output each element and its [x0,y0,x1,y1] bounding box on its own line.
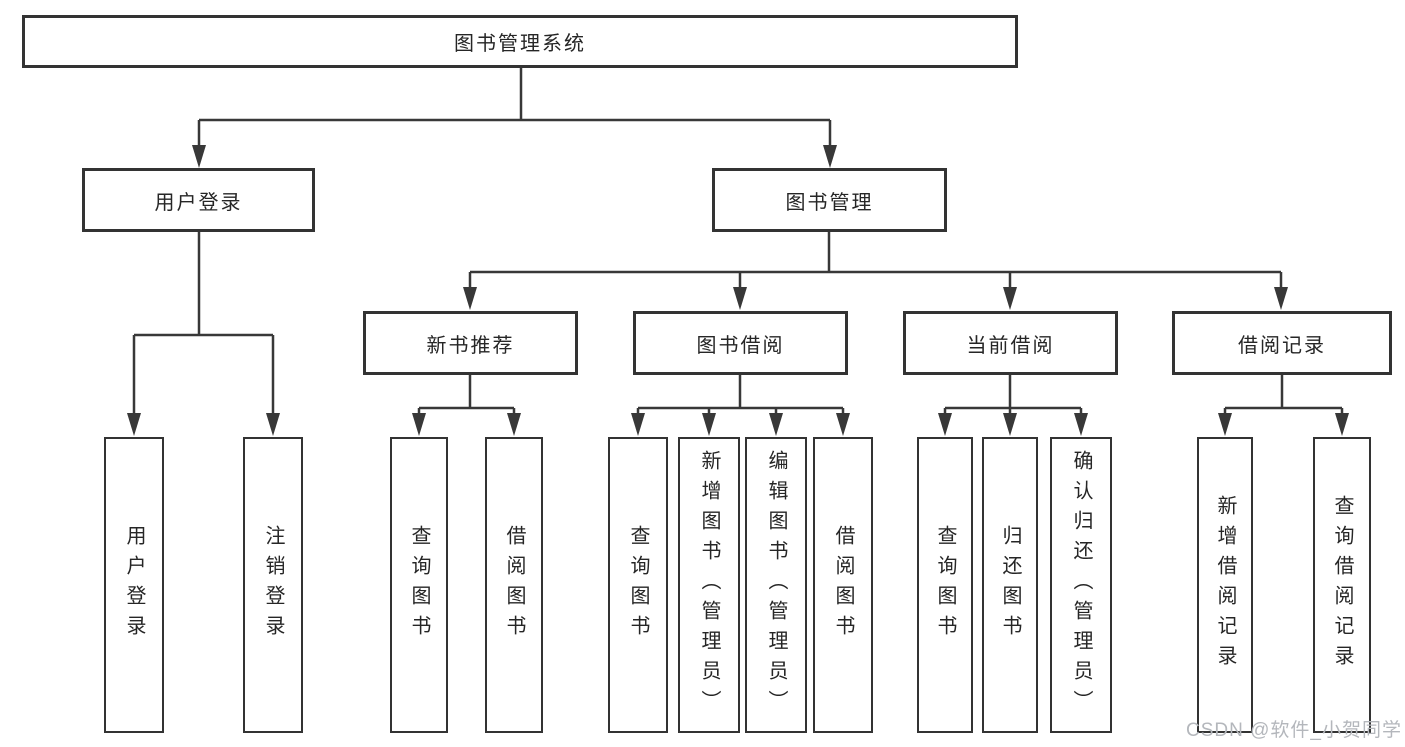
arrowhead-icon [412,413,426,436]
node-book-management: 图书管理 [712,168,947,232]
arrowhead-icon [938,413,952,436]
node-current-borrowing: 当前借阅 [903,311,1118,375]
arrowhead-icon [733,287,747,310]
leaf-confirm-return-admin-label: 确认归还（管理员） [1070,450,1092,720]
node-root-label: 图书管理系统 [454,33,586,55]
leaf-return-books-label: 归还图书 [999,525,1021,645]
leaf-edit-books-admin-label: 编辑图书（管理员） [765,450,787,720]
connector-bookborrow-to-leaves [636,375,845,418]
node-borrowing-records-label: 借阅记录 [1238,334,1326,357]
leaf-query-borrow-record-label: 查询借阅记录 [1331,495,1353,675]
connector-newbookrec-to-leaves [417,375,516,418]
node-root: 图书管理系统 [22,15,1018,68]
leaf-query-books-1-label: 查询图书 [408,525,430,645]
leaf-add-borrow-record: 新增借阅记录 [1197,437,1253,733]
arrowhead-icon [507,413,521,436]
leaf-query-books-3: 查询图书 [917,437,973,733]
arrowhead-icon [266,413,280,436]
leaf-user-login: 用户登录 [104,437,164,733]
leaf-borrow-books-2-label: 借阅图书 [832,525,854,645]
connector-borrowrecords-to-leaves [1223,375,1344,418]
arrowhead-icon [769,413,783,436]
leaf-user-login-label: 用户登录 [123,525,145,645]
arrowhead-icon [1003,413,1017,436]
leaf-confirm-return-admin: 确认归还（管理员） [1050,437,1112,733]
leaf-borrow-books-1: 借阅图书 [485,437,543,733]
leaf-return-books: 归还图书 [982,437,1038,733]
watermark: CSDN @软件_小贺同学 [1186,720,1402,741]
leaf-add-books-admin: 新增图书（管理员） [678,437,740,733]
node-new-book-recommend: 新书推荐 [363,311,578,375]
leaf-add-borrow-record-label: 新增借阅记录 [1214,495,1236,675]
leaf-query-books-3-label: 查询图书 [934,525,956,645]
node-book-borrowing-label: 图书借阅 [696,334,785,357]
node-current-borrowing-label: 当前借阅 [966,334,1055,357]
leaf-query-borrow-record: 查询借阅记录 [1313,437,1371,733]
connector-bookmgmt-to-level3 [468,232,1283,292]
arrowhead-icon [1274,287,1288,310]
leaf-borrow-books-2: 借阅图书 [813,437,873,733]
arrowhead-icon [1074,413,1088,436]
leaf-logout-label: 注销登录 [262,525,284,645]
arrowhead-icon [702,413,716,436]
connector-userlogin-to-leaves [132,232,275,418]
arrowhead-icon [463,287,477,310]
arrowhead-icon [836,413,850,436]
node-user-login-label: 用户登录 [154,191,243,214]
leaf-edit-books-admin: 编辑图书（管理员） [745,437,807,733]
node-user-login: 用户登录 [82,168,315,232]
arrowhead-icon [192,145,206,168]
leaf-borrow-books-1-label: 借阅图书 [503,525,525,645]
arrowhead-icon [823,145,837,168]
node-borrowing-records: 借阅记录 [1172,311,1392,375]
leaf-query-books-2-label: 查询图书 [627,525,649,645]
leaf-query-books-1: 查询图书 [390,437,448,733]
arrowhead-icon [631,413,645,436]
node-book-borrowing: 图书借阅 [633,311,848,375]
arrowhead-icon [1003,287,1017,310]
arrowhead-icon [1335,413,1349,436]
leaf-add-books-admin-label: 新增图书（管理员） [698,450,720,720]
leaf-logout: 注销登录 [243,437,303,733]
connector-root-to-level2 [197,68,832,150]
node-new-book-recommend-label: 新书推荐 [426,334,515,357]
connector-currentborrow-to-leaves [943,375,1083,418]
arrowhead-icon [1218,413,1232,436]
node-book-management-label: 图书管理 [785,191,874,214]
leaf-query-books-2: 查询图书 [608,437,668,733]
arrowhead-icon [127,413,141,436]
